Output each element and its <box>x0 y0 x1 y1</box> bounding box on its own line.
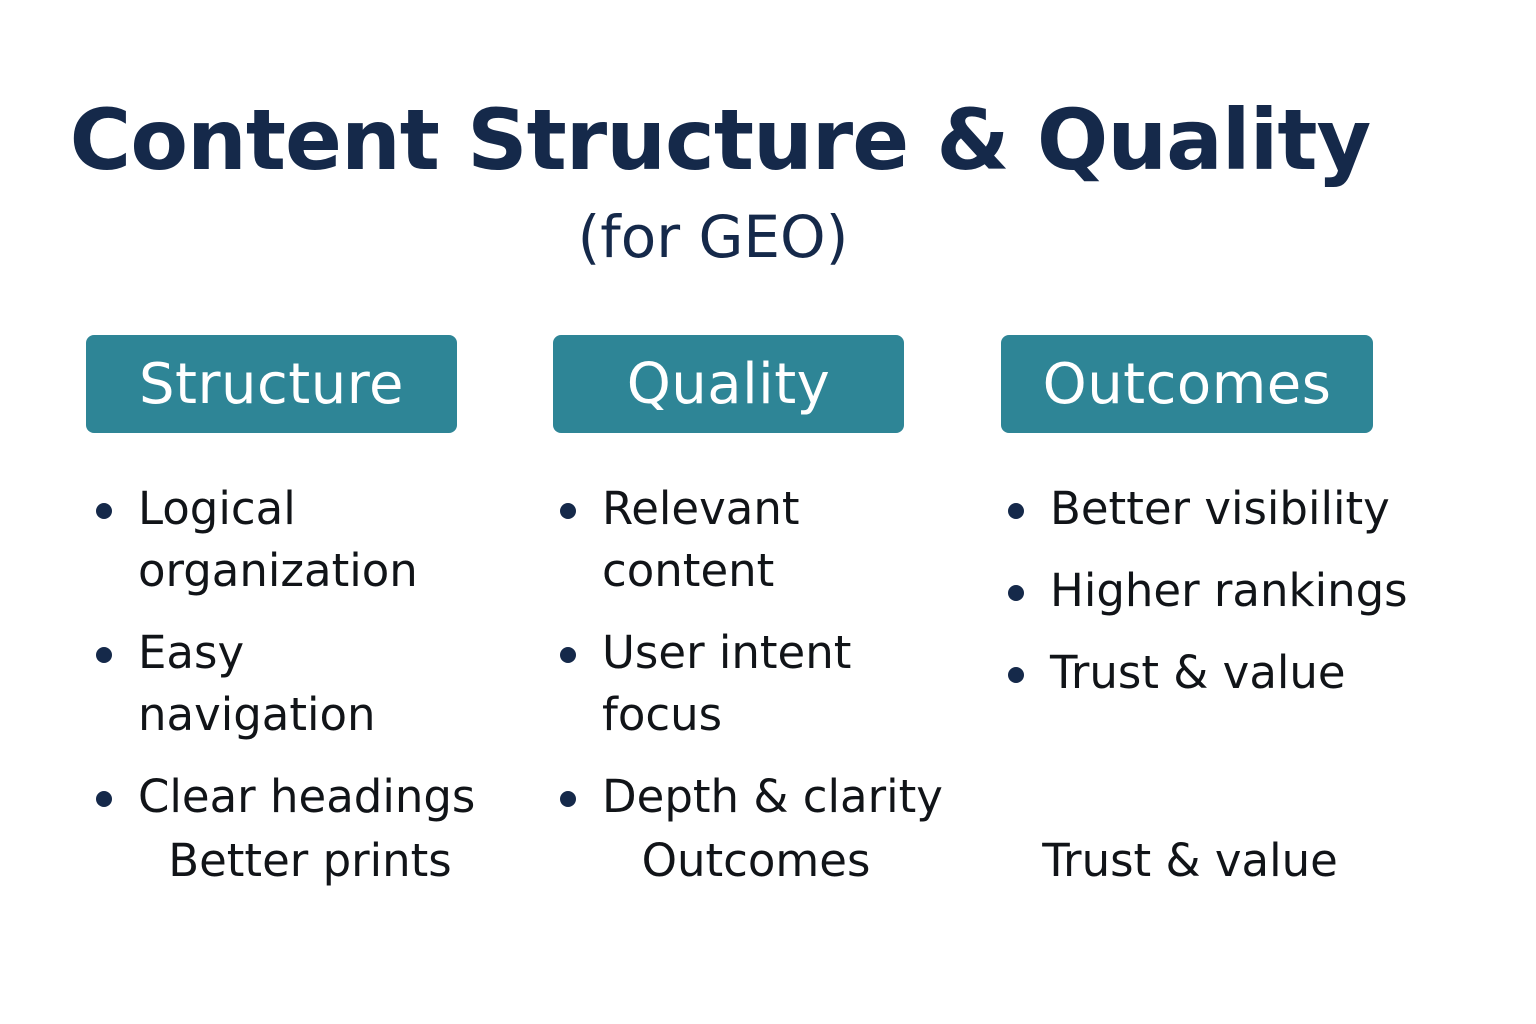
list-item: Trust & value <box>998 642 1478 704</box>
list-item-label: Higher rankings <box>1050 564 1408 617</box>
list-item-label: Depth & clarity <box>602 770 943 823</box>
page-title: Content Structure & Quality <box>69 91 1372 189</box>
outcomes-footer: Trust & value <box>1042 834 1338 887</box>
structure-footer: Better prints <box>168 834 452 887</box>
bullet-icon <box>560 791 576 807</box>
quality-list: Relevant content User intent focus Depth… <box>550 478 980 848</box>
list-item: Easy navigation <box>86 622 486 746</box>
bullet-icon <box>96 503 112 519</box>
list-item: Relevant content <box>550 478 980 602</box>
list-item-label: Logical organization <box>138 482 418 597</box>
page-subtitle: (for GEO) <box>577 203 849 271</box>
list-item: Higher rankings <box>998 560 1478 622</box>
list-item-label: Clear headings <box>138 770 476 823</box>
list-item: User intent focus <box>550 622 980 746</box>
list-item-label: Better visibility <box>1050 482 1390 535</box>
list-item-label: User intent focus <box>602 626 852 741</box>
quality-header: Quality <box>553 335 904 433</box>
outcomes-header: Outcomes <box>1001 335 1373 433</box>
bullet-icon <box>96 647 112 663</box>
quality-footer: Outcomes <box>641 834 871 887</box>
list-item-label: Easy navigation <box>138 626 376 741</box>
list-item: Clear headings <box>86 766 486 828</box>
bullet-icon <box>560 647 576 663</box>
bullet-icon <box>1008 667 1024 683</box>
structure-header: Structure <box>86 335 457 433</box>
bullet-icon <box>560 503 576 519</box>
list-item-label: Trust & value <box>1050 646 1346 699</box>
list-item: Depth & clarity <box>550 766 980 828</box>
structure-list: Logical organization Easy navigation Cle… <box>86 478 486 848</box>
outcomes-list: Better visibility Higher rankings Trust … <box>998 478 1478 724</box>
bullet-icon <box>1008 585 1024 601</box>
list-item: Better visibility <box>998 478 1478 540</box>
bullet-icon <box>1008 503 1024 519</box>
list-item-label: Relevant content <box>602 482 800 597</box>
list-item: Logical organization <box>86 478 486 602</box>
bullet-icon <box>96 791 112 807</box>
